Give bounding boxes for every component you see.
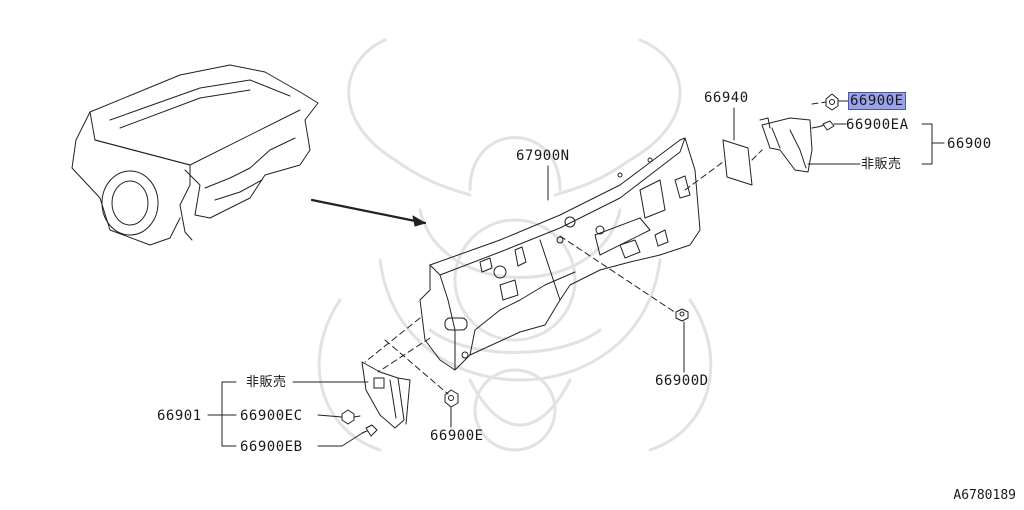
clip-66900EA xyxy=(817,120,835,131)
label-66900EA: 66900EA xyxy=(846,117,909,133)
bracket-right xyxy=(759,117,813,173)
assembly-lines xyxy=(364,101,827,395)
label-not-for-sale-left: 非販売 xyxy=(246,375,287,390)
clip-66900E-bottom xyxy=(444,389,459,408)
location-arrow xyxy=(310,198,427,227)
label-not-for-sale-right: 非販売 xyxy=(861,157,902,172)
label-66940: 66940 xyxy=(704,90,749,106)
label-66900E-bottom: 66900E xyxy=(430,428,484,444)
label-66900E-highlighted[interactable]: 66900E xyxy=(848,92,906,110)
insulator-66940 xyxy=(722,107,753,186)
clip-66900D xyxy=(675,308,689,322)
dash-panel-67900N xyxy=(419,137,701,371)
clip-66900EB xyxy=(361,424,378,437)
label-66901: 66901 xyxy=(157,408,202,424)
label-66900D: 66900D xyxy=(655,373,709,389)
bracket-left xyxy=(361,361,411,429)
watermark-logo xyxy=(317,38,713,452)
leader-lines xyxy=(207,100,945,447)
label-66900EB: 66900EB xyxy=(240,439,303,455)
label-67900N: 67900N xyxy=(516,148,570,164)
label-66900EC: 66900EC xyxy=(240,408,303,424)
label-66900: 66900 xyxy=(947,136,992,152)
diagram-reference-code: A6780189 xyxy=(953,488,1016,503)
clip-66900EC xyxy=(341,409,361,425)
clip-66900E-top xyxy=(825,93,839,111)
vehicle-outline xyxy=(71,64,319,246)
